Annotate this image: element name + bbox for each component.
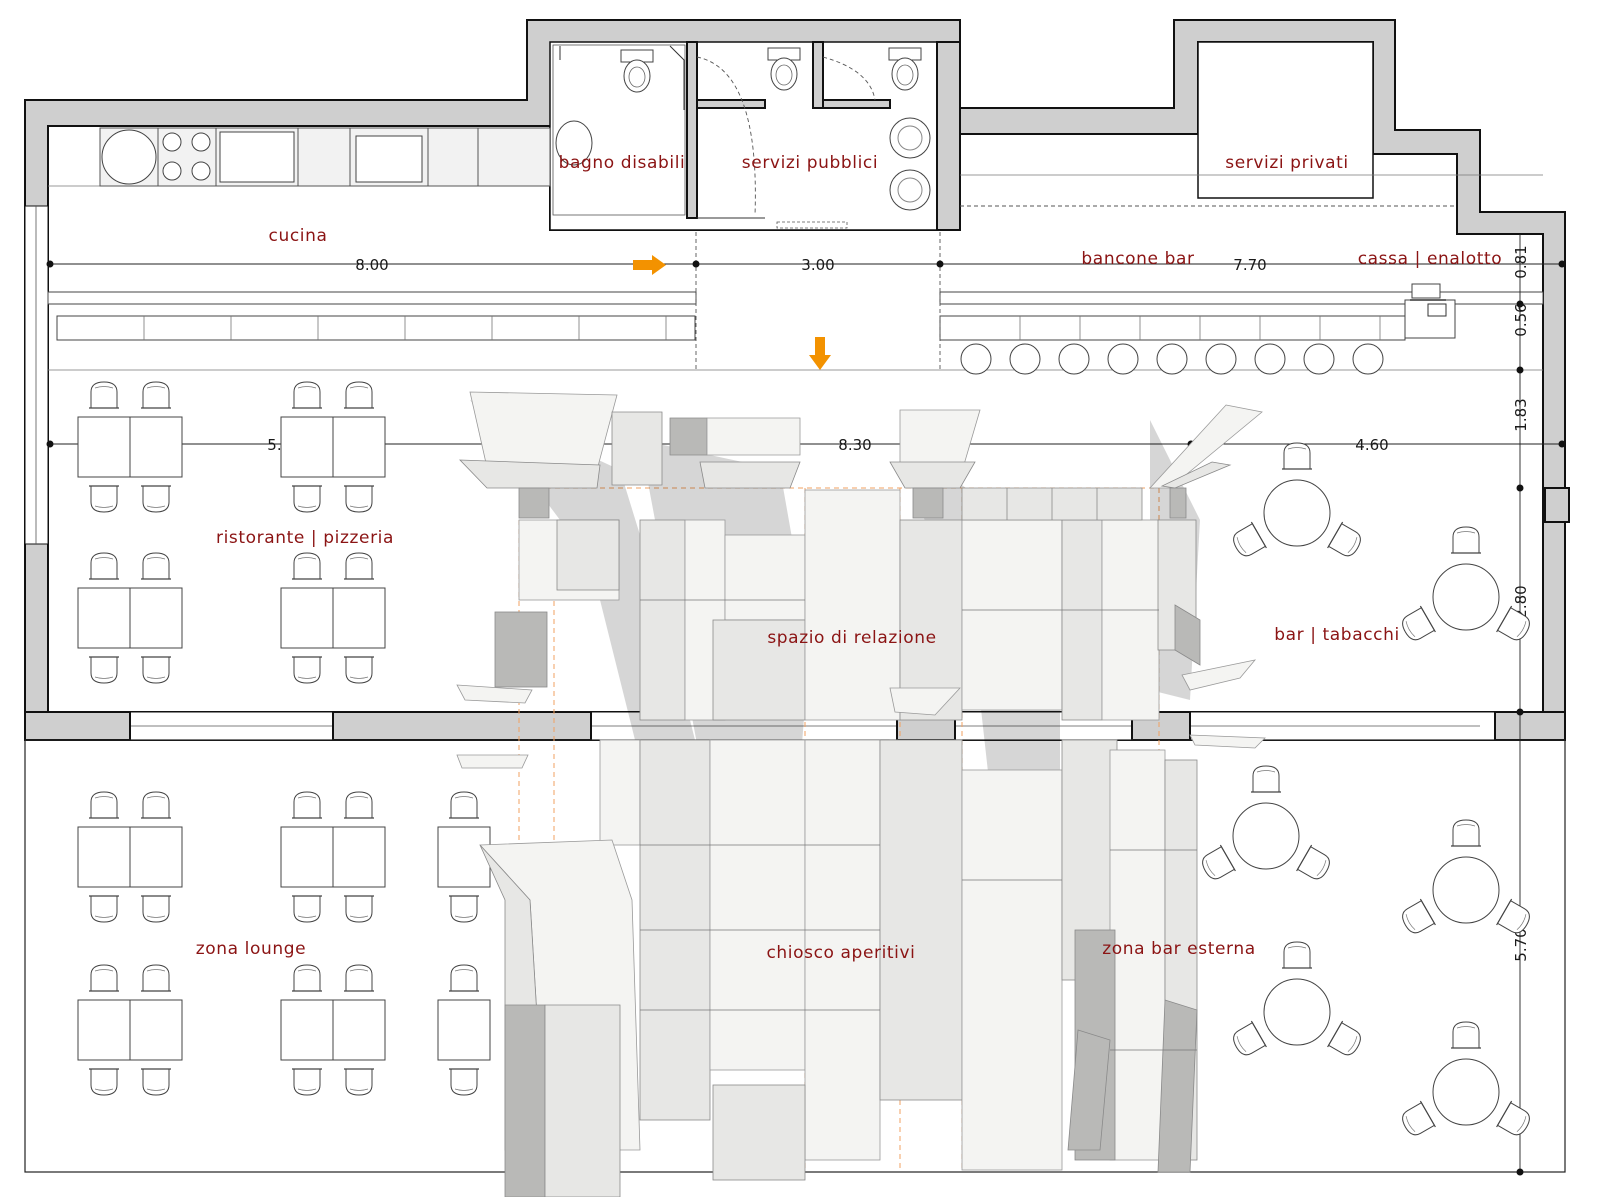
label-servizi-pubblici: servizi pubblici bbox=[742, 153, 878, 173]
label-ristorante-pizzeria: ristorante | pizzeria bbox=[216, 528, 394, 548]
label-zona-bar-esterna: zona bar esterna bbox=[1102, 939, 1255, 959]
bar-round-tables bbox=[1198, 443, 1534, 1140]
label-cucina: cucina bbox=[269, 226, 328, 246]
dim-8-30: 8.30 bbox=[838, 436, 871, 454]
label-bagno-disabili: bagno disabili bbox=[559, 153, 686, 173]
label-cassa-enalotto: cassa | enalotto bbox=[1358, 249, 1503, 269]
dim-3-00: 3.00 bbox=[801, 256, 834, 274]
dimension-labels: 8.00 3.00 7.70 5.80 8.30 4.60 0.81 0.56 … bbox=[267, 245, 1530, 961]
dimension-lines bbox=[46, 232, 1566, 1176]
label-spazio-di-relazione: spazio di relazione bbox=[767, 628, 936, 648]
dim-8-00: 8.00 bbox=[355, 256, 388, 274]
dim-5-70: 5.70 bbox=[1512, 928, 1530, 961]
label-bancone-bar: bancone bar bbox=[1081, 249, 1194, 269]
label-zona-lounge: zona lounge bbox=[196, 939, 306, 959]
arrow-right-icon bbox=[633, 255, 666, 275]
dim-1-83: 1.83 bbox=[1512, 398, 1530, 431]
orange-arrows bbox=[633, 255, 831, 370]
label-servizi-privati: servizi privati bbox=[1225, 153, 1349, 173]
label-bar-tabacchi: bar | tabacchi bbox=[1274, 625, 1400, 645]
arrow-down-icon bbox=[809, 337, 831, 370]
bar-counter bbox=[939, 174, 1544, 341]
dim-4-60: 4.60 bbox=[1355, 436, 1388, 454]
dim-7-70: 7.70 bbox=[1233, 256, 1266, 274]
bar-stools bbox=[960, 343, 1384, 375]
dim-0-81: 0.81 bbox=[1512, 245, 1530, 278]
dim-2-80: 2.80 bbox=[1512, 585, 1530, 618]
label-chiosco-aperitivi: chiosco aperitivi bbox=[766, 943, 915, 963]
room-labels: cucina bagno disabili servizi pubblici s… bbox=[196, 153, 1503, 963]
dim-0-56: 0.56 bbox=[1512, 303, 1530, 336]
restroom-fixtures bbox=[552, 44, 931, 229]
sculptural-volumes bbox=[456, 391, 1266, 1197]
kitchen-equipment bbox=[47, 127, 1543, 371]
